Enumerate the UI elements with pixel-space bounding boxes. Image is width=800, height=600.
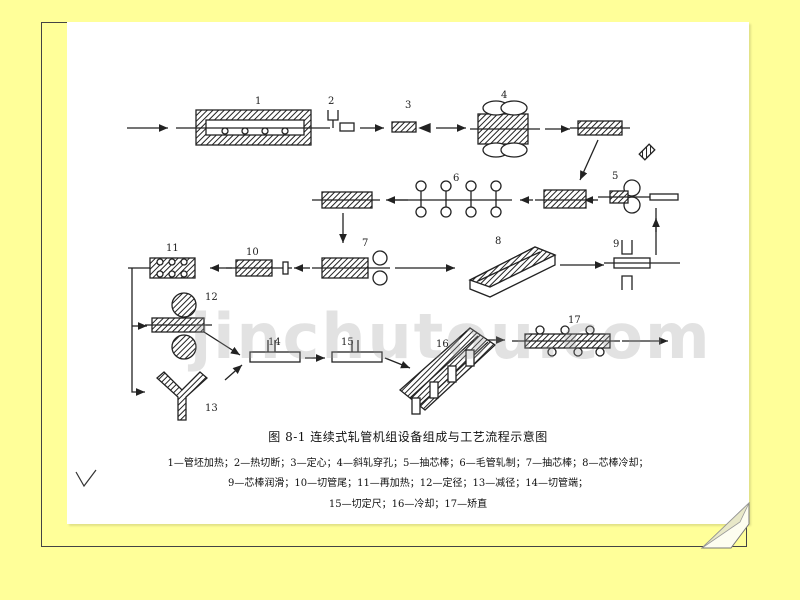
station-7-mandrel-extraction	[294, 250, 455, 286]
station-number-6: 6	[453, 173, 459, 184]
station-number-10: 10	[246, 247, 259, 258]
station-15-cut-to-length	[331, 340, 411, 369]
station-number-7: 7	[362, 238, 368, 249]
station-12-sizing	[145, 292, 241, 360]
station-number-17: 17	[568, 315, 581, 326]
station-11-reheating	[128, 257, 196, 279]
station-9-mandrel-lubrication	[604, 240, 680, 290]
legend-line-2: 9—芯棒润滑；10—切管尾；11—再加热；12—定径；13—减径；14—切管端；	[228, 478, 588, 489]
legend-line-3: 15—切定尺；16—冷却；17—矫直	[328, 499, 488, 510]
station-3-centering	[391, 121, 466, 133]
station-14-end-cutting	[249, 340, 325, 363]
station-number-8: 8	[495, 236, 501, 247]
station-number-12: 12	[205, 292, 218, 303]
station-2-hot-cutting	[327, 110, 384, 132]
station-13-reducing	[156, 364, 243, 421]
station-number-14: 14	[268, 337, 281, 348]
station-number-4: 4	[501, 90, 507, 101]
station-number-1: 1	[255, 96, 261, 107]
station-8-mandrel-cooling	[468, 246, 604, 298]
station-17-straightening	[512, 325, 668, 357]
station-number-3: 3	[405, 100, 411, 111]
branch-lines	[131, 268, 147, 396]
station-number-9: 9	[613, 239, 619, 250]
station-number-16: 16	[436, 339, 449, 350]
process-flow-diagram: 1 2 3 4 5 6 7 8 9 10 11 12 13 14 15 16 1…	[127, 90, 680, 421]
watermark-text: jinchutou.com	[190, 300, 712, 373]
station-10-tail-cutting	[210, 259, 292, 277]
check-mark-icon	[75, 469, 97, 488]
station-1-heating-furnace	[127, 109, 330, 146]
station-number-2: 2	[328, 96, 334, 107]
legend-line-1: 1—管坯加热；2—热切断；3—定心；4—斜轧穿孔；5—抽芯棒；6—毛管轧制；7—…	[167, 458, 649, 469]
station-number-13: 13	[205, 403, 218, 414]
figure-caption: 图 8-1 连续式轧管机组设备组成与工艺流程示意图	[268, 430, 548, 444]
station-number-11: 11	[166, 243, 179, 254]
station-5-mandrel-extraction	[584, 143, 679, 255]
station-4-cross-rolling-piercing	[470, 100, 630, 181]
station-16-cooling-bed	[398, 327, 505, 415]
station-number-5: 5	[612, 171, 618, 182]
station-number-15: 15	[341, 337, 354, 348]
station-6-pipe-rolling	[312, 180, 594, 243]
